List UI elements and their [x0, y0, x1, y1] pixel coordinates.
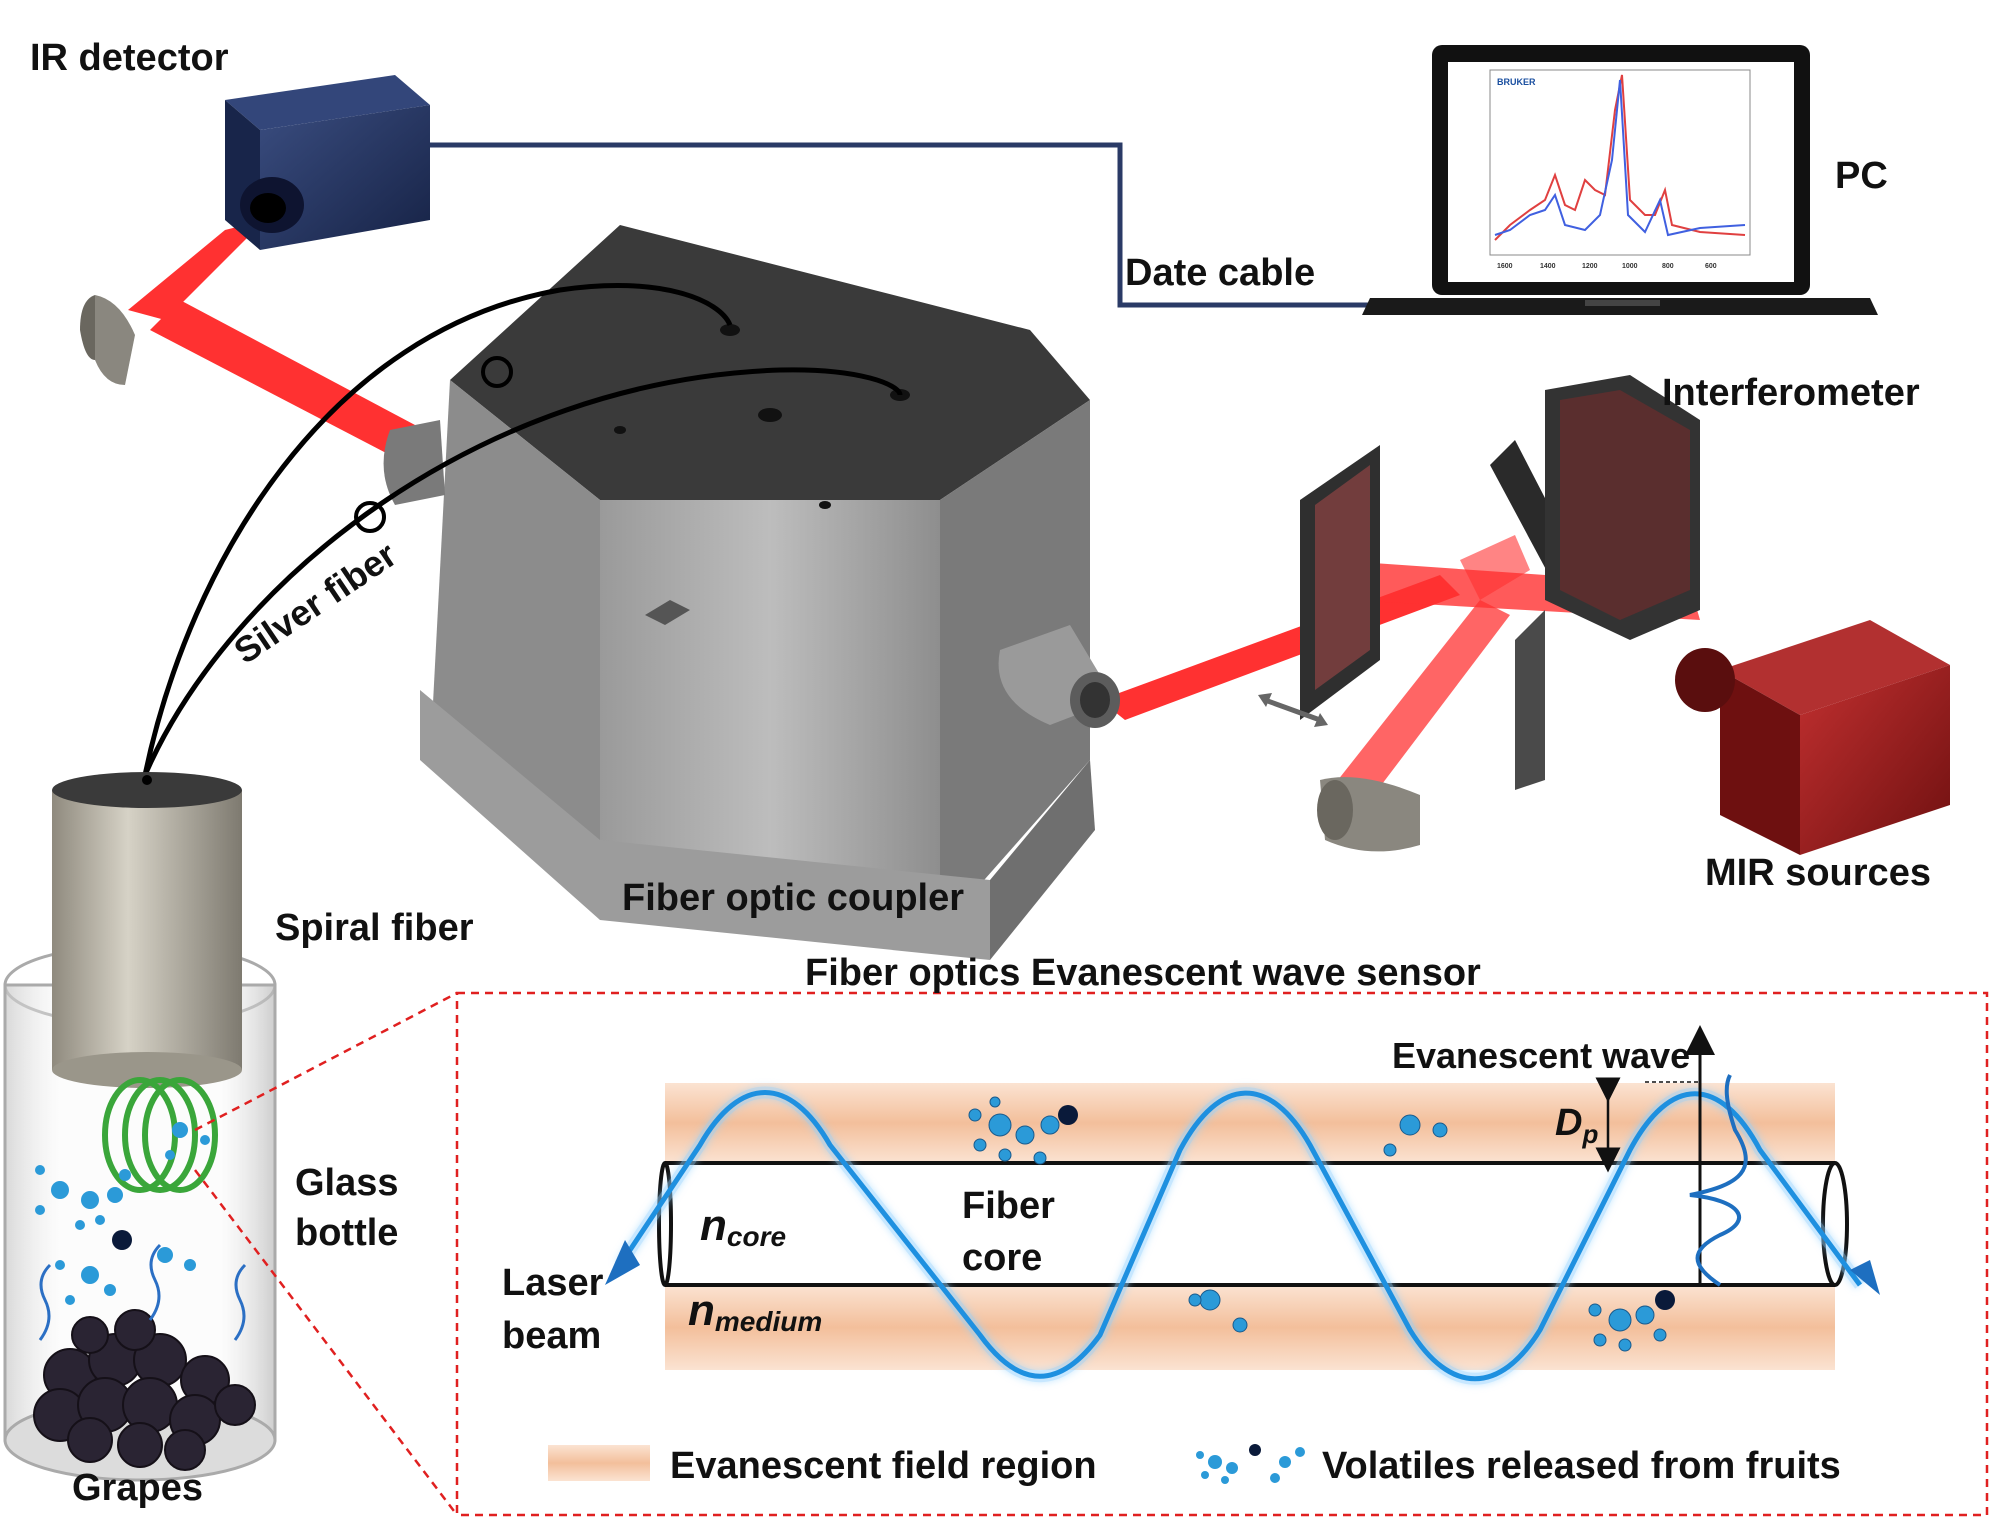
- glass-bottle-label-2: bottle: [295, 1212, 398, 1254]
- grapes-icon: [33, 1309, 256, 1471]
- fiber-core-cylinder: [657, 1161, 1849, 1287]
- evanescent-wave-label: Evanescent wave: [1392, 1035, 1690, 1076]
- mir-sources-label: MIR sources: [1705, 852, 1931, 894]
- data-cable-label: Date cable: [1125, 252, 1315, 294]
- grapes-label: Grapes: [72, 1467, 203, 1509]
- spiral-fiber-label: Spiral fiber: [275, 907, 474, 949]
- evanescent-field-bottom: [665, 1285, 1835, 1370]
- laser-beam-label-2: beam: [502, 1315, 601, 1357]
- svg-text:600: 600: [1705, 263, 1717, 270]
- evanescent-wave-plot: [1595, 1025, 1748, 1287]
- data-cable: [430, 142, 1370, 308]
- sensor-title: Fiber optics Evanescent wave sensor: [805, 952, 1481, 994]
- screen-x-ticks: 1600 1400 1200 1000 800 600: [1497, 263, 1717, 270]
- n-core-label: ncore: [700, 1201, 786, 1252]
- ir-detector-icon: [225, 75, 430, 250]
- dp-label: Dp: [1555, 1102, 1598, 1149]
- interferometer-icon: [1258, 375, 1700, 790]
- legend: Evanescent field region Volatiles releas…: [548, 1444, 1841, 1487]
- sensor-inset-frame: [455, 991, 1989, 1517]
- svg-text:800: 800: [1662, 263, 1674, 270]
- interferometer-label: Interferometer: [1662, 372, 1920, 414]
- coupler-icon: [383, 225, 1120, 960]
- glass-bottle-label-1: Glass: [295, 1162, 399, 1204]
- legend-field-label: Evanescent field region: [670, 1445, 1097, 1487]
- mir-source-icon: [1675, 620, 1950, 855]
- svg-text:1400: 1400: [1540, 263, 1556, 270]
- volatile-streams: [38, 1243, 247, 1341]
- n-medium-label: nmedium: [688, 1286, 822, 1337]
- svg-text:1600: 1600: [1497, 263, 1513, 270]
- ir-detector-label: IR detector: [30, 37, 229, 79]
- molecule-icon: [35, 1122, 210, 1305]
- svg-text:1000: 1000: [1622, 263, 1638, 270]
- spectrum-screen: BRUKER 1600 1400 1200 1000 800 600: [1489, 69, 1751, 270]
- fiber-core-label-1: Fiber: [962, 1185, 1055, 1227]
- zoom-lines: [194, 991, 458, 1516]
- laser-beam-label-1: Laser: [502, 1262, 604, 1304]
- legend-field-swatch: [548, 1445, 650, 1481]
- mirror-icon: [80, 295, 135, 385]
- fiber-core-label-2: core: [962, 1237, 1042, 1279]
- screen-logo: BRUKER: [1497, 77, 1536, 87]
- svg-text:1200: 1200: [1582, 263, 1598, 270]
- mirror-lower-icon: [1317, 777, 1420, 852]
- laser-zigzag-wave: [605, 1086, 1880, 1385]
- pc-label: PC: [1835, 155, 1888, 197]
- fiber-optic-coupler-label: Fiber optic coupler: [622, 877, 964, 919]
- legend-volatiles-label: Volatiles released from fruits: [1322, 1445, 1841, 1487]
- legend-molecule-icon: [1196, 1444, 1305, 1484]
- inset-molecules: [968, 1096, 1675, 1352]
- silver-fiber: [142, 282, 903, 777]
